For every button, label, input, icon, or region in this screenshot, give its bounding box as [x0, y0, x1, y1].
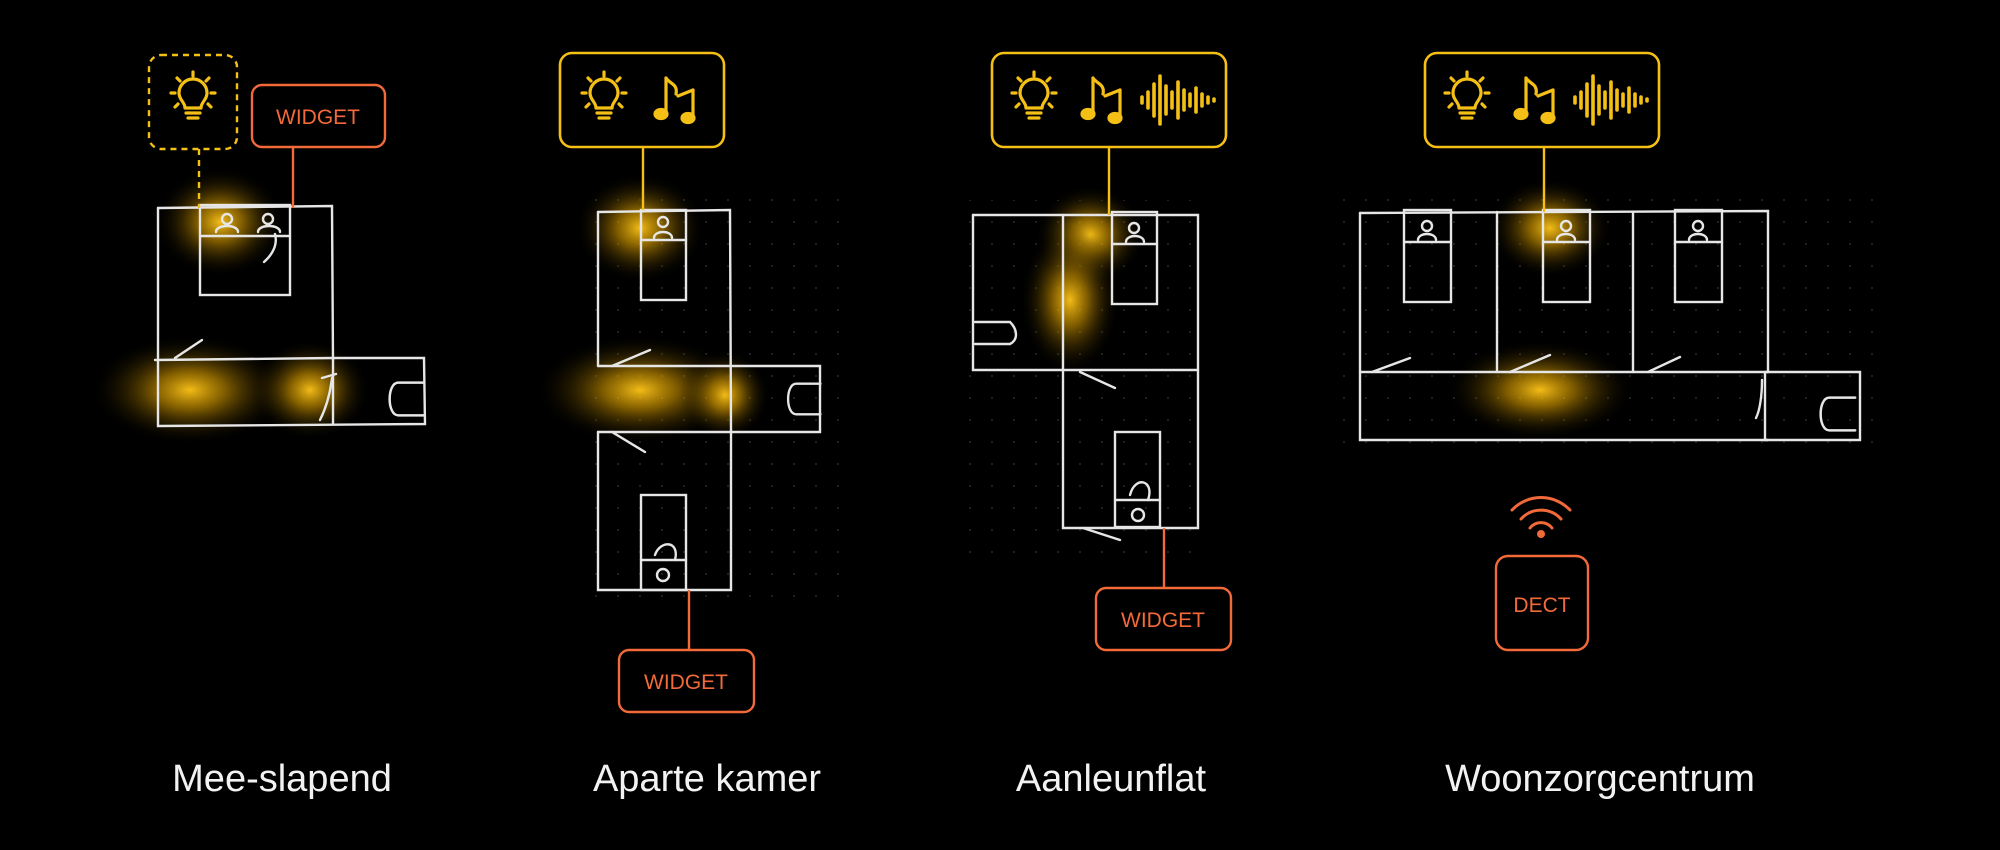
music-note-icon: [653, 76, 696, 125]
scenario-aparte-kamer: WIDGET: [535, 51, 822, 714]
bed: [639, 208, 688, 302]
scenario-label-woonzorgcentrum: Woonzorgcentrum: [1445, 758, 1755, 800]
light-glow: [680, 350, 770, 440]
widget-tag-label: WIDGET: [1121, 609, 1205, 632]
dect-tag-label: DECT: [1513, 594, 1570, 617]
widget-tag-label: WIDGET: [276, 106, 360, 129]
lightbulb-icon: [1010, 70, 1058, 120]
floorplan-woonzorgcentrum: [1358, 208, 1862, 442]
floorplan-aparte-kamer: [596, 208, 822, 592]
widget-tag-label: WIDGET: [644, 671, 728, 694]
widget-tag: [617, 648, 756, 714]
scenario-mee-slapend: WIDGET: [90, 53, 427, 445]
scenario-aanleunflat: WIDGET: [971, 51, 1233, 652]
light-glow: [250, 340, 370, 440]
icon-box: [147, 53, 239, 151]
bed: [1402, 208, 1453, 304]
bed: [639, 493, 688, 592]
lightbulb-icon: [1443, 70, 1491, 120]
floorplan-mee-slapend: [153, 203, 427, 428]
bed: [1110, 210, 1159, 306]
light-glow: [1488, 178, 1612, 278]
light-glow: [1020, 225, 1120, 375]
lightbulb-icon: [580, 70, 628, 120]
light-glow: [155, 167, 285, 277]
scenario-woonzorgcentrum: DECT: [1358, 51, 1862, 652]
floorplan-aanleunflat: [971, 210, 1200, 542]
icon-box: [1423, 51, 1661, 149]
sound-wave-icon: [1573, 74, 1649, 126]
sound-wave-icon: [1140, 74, 1216, 126]
lightbulb-icon: [169, 70, 217, 120]
bed: [1673, 208, 1724, 304]
scenario-label-aanleunflat: Aanleunflat: [1015, 758, 1207, 800]
widget-tag: [250, 83, 387, 149]
toilet-icon: [388, 381, 426, 417]
wifi-signal-icon: [1510, 496, 1572, 538]
bed: [1541, 208, 1592, 304]
music-note-icon: [1080, 76, 1123, 125]
bed: [1113, 430, 1162, 529]
dect-tag: [1494, 554, 1590, 652]
double-bed: [198, 203, 292, 297]
scenario-label-mee-slapend: Mee-slapend: [172, 758, 392, 800]
light-glow: [1445, 340, 1635, 440]
music-note-icon: [1513, 76, 1556, 125]
light-glow: [90, 335, 290, 445]
scenario-label-aparte-kamer: Aparte kamer: [592, 758, 822, 800]
icon-box: [558, 51, 726, 149]
